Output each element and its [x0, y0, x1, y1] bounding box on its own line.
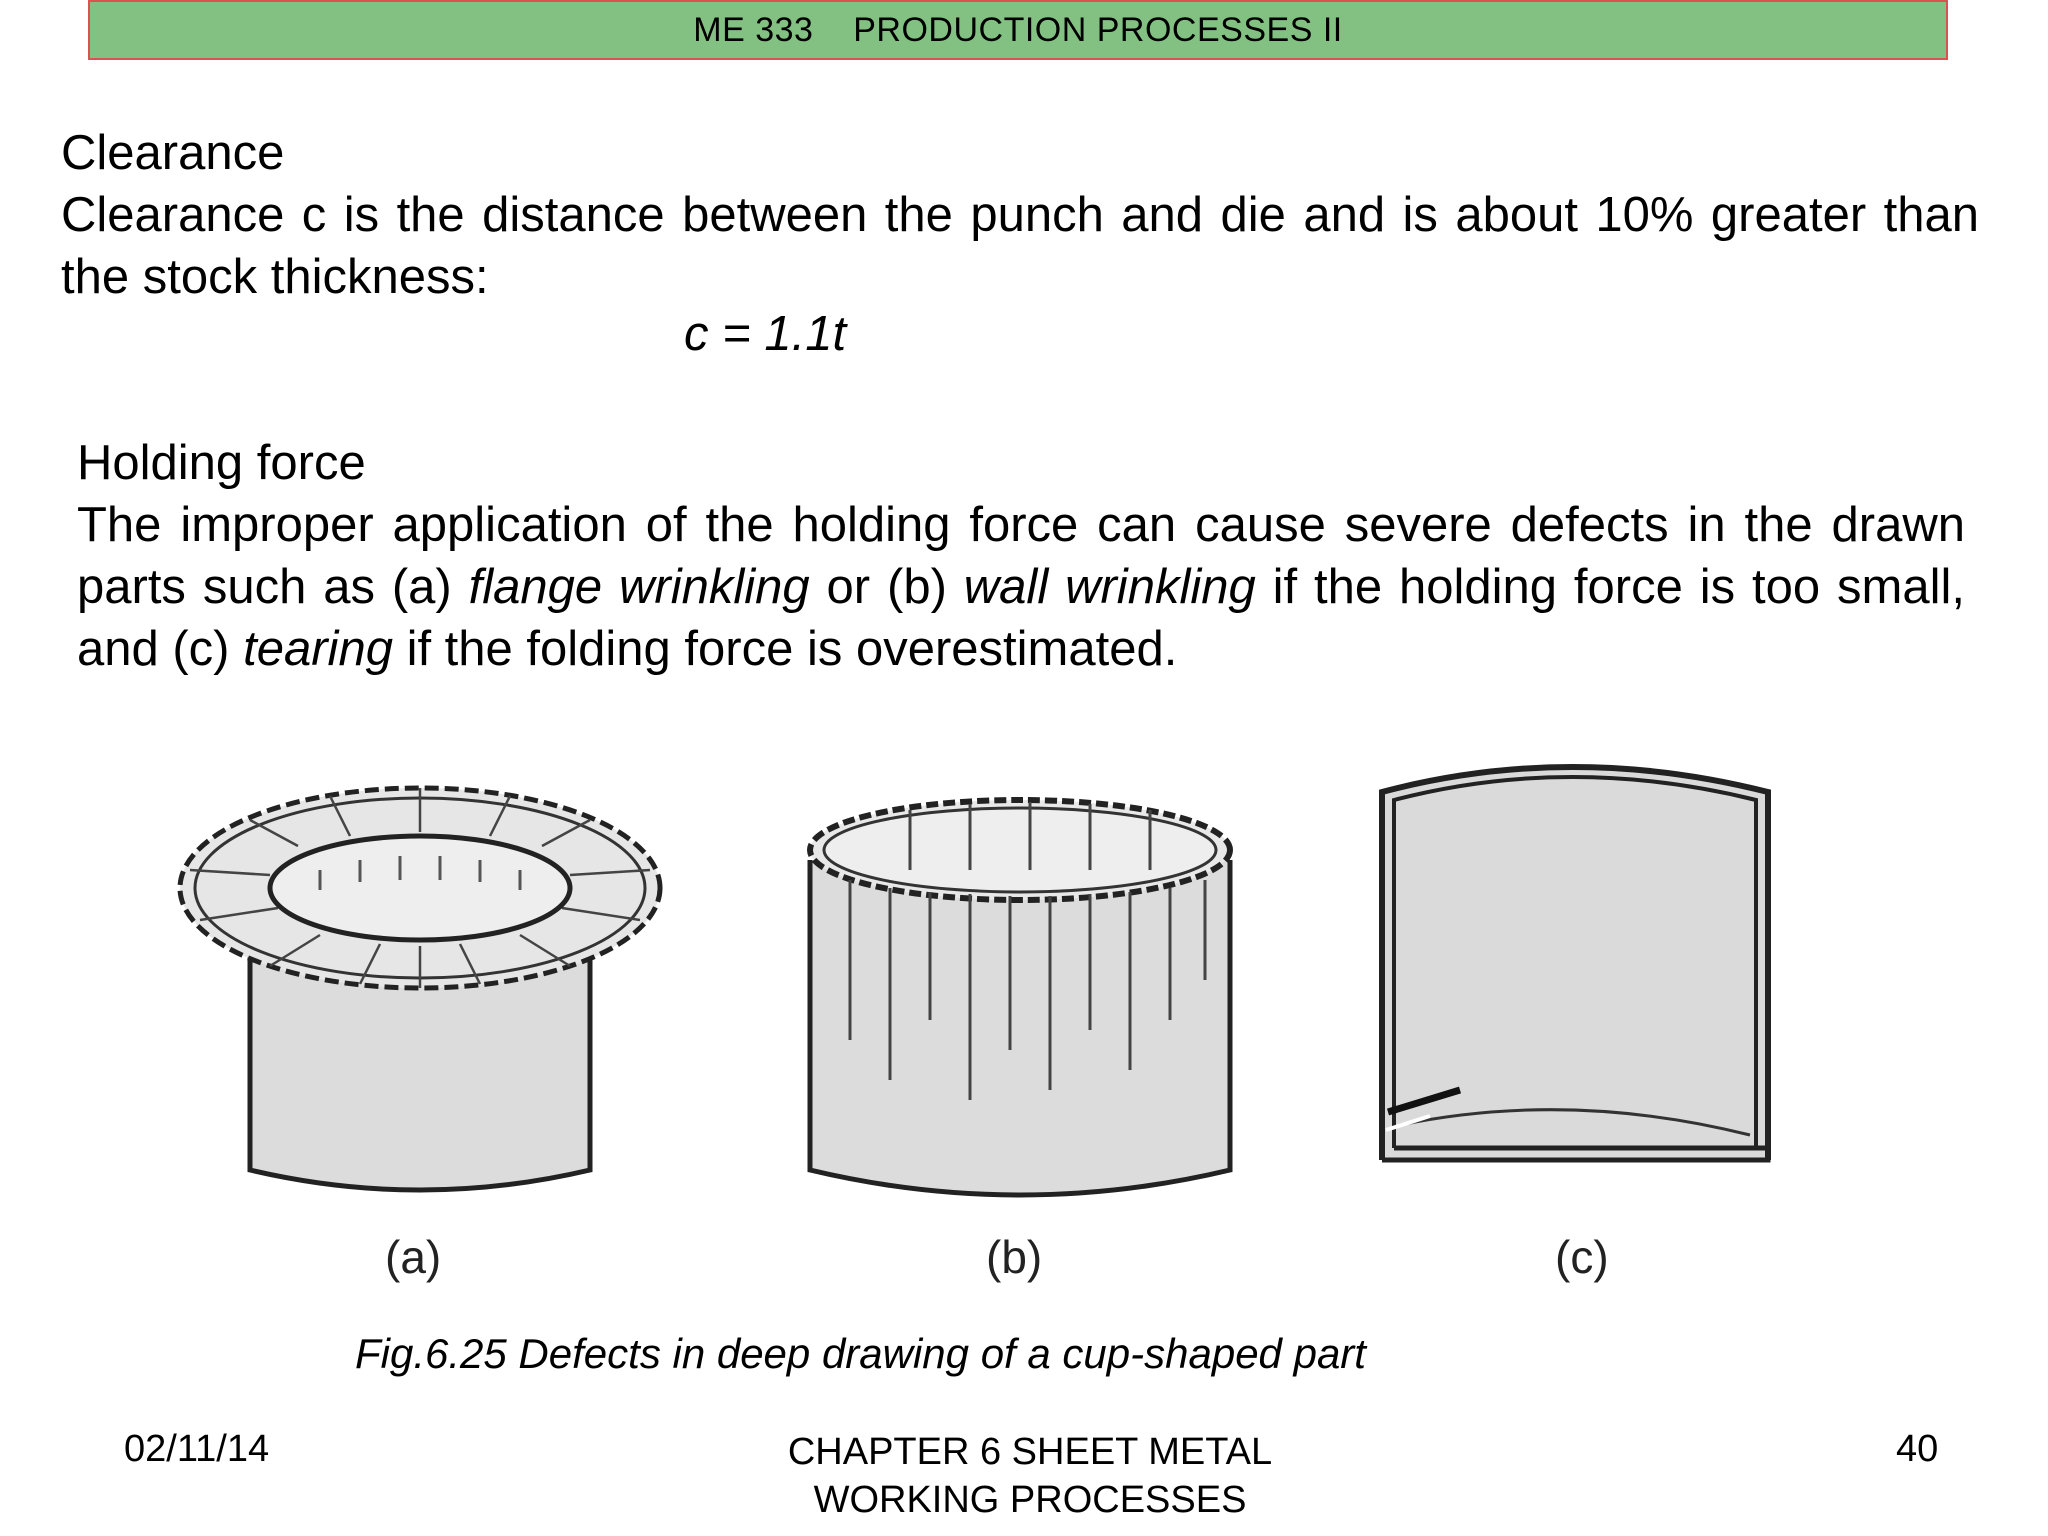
cup-flange-wrinkling [177, 785, 663, 1193]
footer-chapter: CHAPTER 6 SHEET METAL WORKING PROCESSES [700, 1428, 1360, 1524]
figure-caption: Fig.6.25 Defects in deep drawing of a cu… [355, 1330, 1366, 1377]
term-wall-wrinkling: wall wrinkling [963, 560, 1256, 614]
defects-illustration [177, 764, 1771, 1198]
footer-date: 02/11/14 [124, 1428, 270, 1470]
label-b: (b) [986, 1231, 1043, 1283]
term-tearing: tearing [243, 622, 393, 676]
label-c: (c) [1555, 1231, 1609, 1283]
defects-figure: (a) (b) (c) [150, 720, 1800, 1320]
holding-text-3: if the holding force is too small, and (… [77, 560, 1965, 676]
holding-text-2: or (b) [809, 560, 964, 614]
clearance-text: Clearance c is the distance between the … [61, 188, 1979, 304]
course-title: PRODUCTION PROCESSES II [853, 10, 1343, 49]
holding-text: The improper application of the holding … [77, 494, 1965, 680]
clearance-heading: Clearance [61, 126, 285, 180]
holding-heading: Holding force [77, 436, 366, 490]
footer-page-number: 40 [1896, 1428, 1939, 1470]
holding-section: Holding force The improper application o… [77, 432, 1965, 680]
holding-text-4: if the folding force is overestimated. [392, 622, 1178, 676]
label-a: (a) [385, 1231, 442, 1283]
term-flange-wrinkling: flange wrinkling [468, 560, 810, 614]
footer-chapter-line2: WORKING PROCESSES [813, 1479, 1247, 1521]
clearance-formula: c = 1.1t [684, 307, 847, 361]
cup-tearing [1379, 764, 1771, 1163]
clearance-section: Clearance Clearance c is the distance be… [61, 122, 1979, 308]
cup-wall-wrinkling [807, 797, 1233, 1198]
footer-chapter-line1: CHAPTER 6 SHEET METAL [787, 1431, 1273, 1473]
holding-text-1: The improper application of the holding … [77, 498, 1965, 614]
slide-header: ME 333 PRODUCTION PROCESSES II [88, 0, 1948, 60]
course-code: ME 333 [693, 10, 814, 49]
